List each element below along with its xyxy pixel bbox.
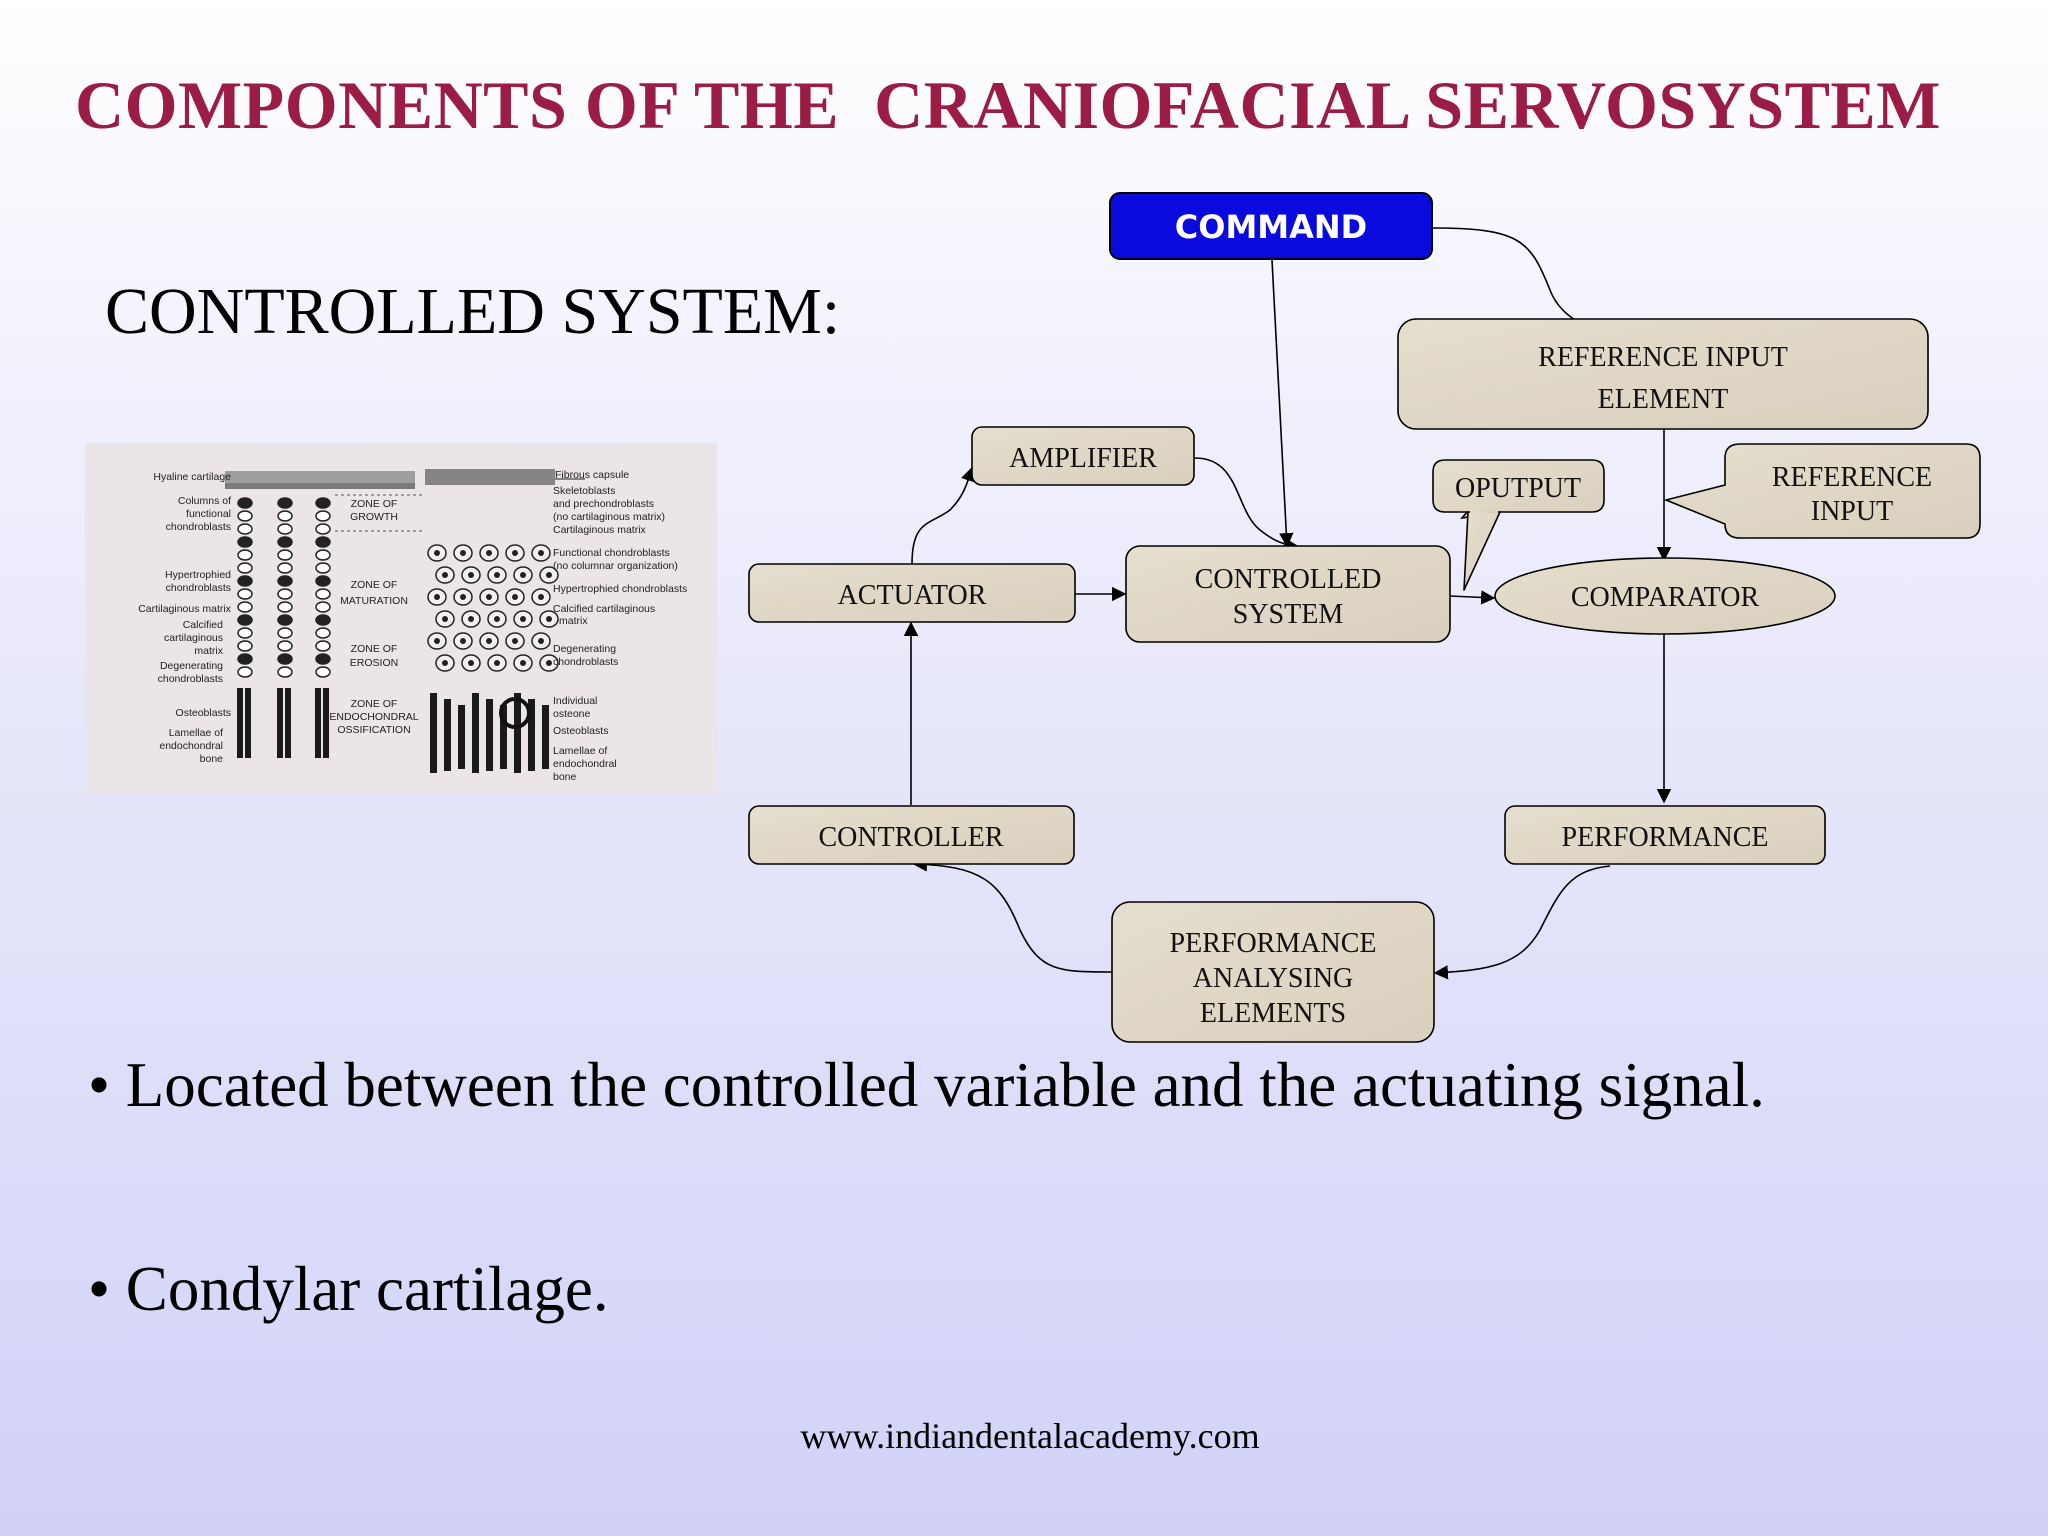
zone-erosion-label-2: EROSION	[349, 657, 399, 669]
reference-input-line-2: INPUT	[1811, 496, 1893, 527]
condylar-cartilage-histology-figure: Hyaline cartilage Columns of functional …	[85, 443, 717, 793]
reference-input-line-1: REFERENCE	[1772, 462, 1932, 493]
performance-analysing-line-1: PERFORMANCE	[1170, 928, 1377, 959]
section-heading: CONTROLLED SYSTEM:	[105, 275, 841, 348]
servosystem-flow-diagram: COMMAND REFERENCE INPUT ELEMENT AMPLIFIE…	[748, 192, 1981, 1043]
performance-analysing-line-2: ANALYSING	[1193, 963, 1354, 994]
figure-left-label-2: Columns of	[177, 495, 231, 507]
figure-right-label-16: Lamellae of	[553, 745, 608, 757]
figure-right-label-7: (no columnar organization)	[553, 560, 678, 572]
amplifier-node: AMPLIFIER	[971, 426, 1195, 486]
zone-ossification-label-2: ENDOCHONDRAL	[329, 711, 419, 723]
zone-maturation-label-2: MATURATION	[340, 595, 408, 607]
zone-erosion-label-1: ZONE OF	[350, 643, 398, 655]
reference-input-element-node: REFERENCE INPUT ELEMENT	[1397, 318, 1929, 430]
figure-left-label-16: bone	[199, 753, 223, 765]
reference-input-element-line-2: ELEMENT	[1598, 384, 1729, 415]
figure-left-label-14: Lamellae of	[168, 727, 223, 739]
figure-right-label-11: Degenerating	[553, 643, 617, 655]
figure-right-label-2: Skeletoblasts	[553, 485, 616, 497]
controlled-system-line-2: SYSTEM	[1233, 599, 1344, 630]
zone-growth-label-2: GROWTH	[350, 511, 398, 523]
amplifier-label: AMPLIFIER	[1009, 443, 1157, 474]
controlled-system-line-1: CONTROLLED	[1195, 564, 1382, 595]
figure-right-label-12: chondroblasts	[553, 656, 619, 668]
figure-left-label-1: Hyaline cartilage	[153, 471, 231, 483]
reference-input-element-line-1: REFERENCE INPUT	[1538, 342, 1788, 373]
footer-url: www.indiandentalacademy.com	[0, 1415, 1550, 1457]
figure-left-label-7: Cartilaginous matrix	[138, 603, 231, 615]
figure-left-label-10: matrix	[194, 645, 223, 657]
command-node: COMMAND	[1109, 192, 1433, 260]
controller-node: CONTROLLER	[748, 805, 1075, 865]
oputput-callout: OPUTPUT	[1432, 459, 1605, 591]
histology-illustration	[85, 443, 717, 793]
figure-right-label-4: (no cartilaginous matrix)	[553, 511, 666, 523]
performance-label: PERFORMANCE	[1562, 822, 1769, 853]
oputput-label: OPUTPUT	[1455, 473, 1581, 504]
figure-right-label-15: Osteoblasts	[553, 725, 609, 737]
zone-ossification-label-1: ZONE OF	[350, 698, 398, 710]
figure-left-label-13: Osteoblasts	[175, 707, 231, 719]
slide-title: COMPONENTS OF THE CRANIOFACIAL SERVOSYST…	[75, 67, 1941, 143]
zone-ossification-label-3: OSSIFICATION	[337, 724, 411, 736]
figure-left-label-15: endochondral	[159, 740, 223, 752]
figure-right-label-14: osteone	[553, 708, 591, 720]
zone-maturation-label-1: ZONE OF	[350, 579, 398, 591]
figure-right-label-17: endochondral	[553, 758, 617, 770]
reference-input-callout: REFERENCE INPUT	[1663, 443, 1981, 539]
figure-left-label-5: Hypertrophied	[165, 569, 231, 581]
comparator-node: COMPARATOR	[1494, 557, 1836, 635]
figure-right-label-6: Functional chondroblasts	[553, 547, 670, 559]
zone-growth-label-1: ZONE OF	[350, 498, 398, 510]
figure-left-label-11: Degenerating	[159, 660, 223, 672]
actuator-node: ACTUATOR	[748, 563, 1076, 623]
figure-right-label-1: Fibrous capsule	[555, 469, 630, 481]
figure-right-label-9: Calcified cartilaginous	[553, 603, 656, 615]
actuator-label: ACTUATOR	[838, 580, 987, 611]
figure-right-label-3: and prechondroblasts	[553, 498, 654, 510]
bullet-located-between: • Located between the controlled variabl…	[88, 1050, 1765, 1120]
figure-right-label-10: matrix	[559, 615, 588, 627]
footer-url-text: www.indiandentalacademy.com	[800, 1416, 1260, 1456]
figure-left-label-9: cartilaginous	[164, 632, 223, 644]
performance-node: PERFORMANCE	[1504, 805, 1826, 865]
figure-right-label-13: Individual	[553, 695, 598, 707]
figure-right-label-8: Hypertrophied chondroblasts	[553, 583, 688, 595]
figure-left-label-8: Calcified	[182, 619, 223, 631]
controller-label: CONTROLLER	[818, 822, 1003, 853]
figure-right-label-5: Cartilaginous matrix	[553, 524, 646, 536]
controlled-system-node: CONTROLLED SYSTEM	[1125, 545, 1451, 643]
figure-left-label-3: functional	[186, 508, 231, 520]
figure-right-label-18: bone	[553, 771, 577, 783]
performance-analysing-elements-node: PERFORMANCE ANALYSING ELEMENTS	[1111, 901, 1435, 1043]
figure-left-label-12: chondroblasts	[157, 673, 223, 685]
comparator-label: COMPARATOR	[1571, 582, 1760, 613]
figure-left-label-4: chondroblasts	[165, 521, 231, 533]
bullet-condylar-cartilage: • Condylar cartilage.	[88, 1254, 609, 1324]
command-label: COMMAND	[1175, 208, 1367, 246]
figure-left-label-6: chondroblasts	[165, 582, 231, 594]
performance-analysing-line-3: ELEMENTS	[1200, 998, 1346, 1029]
